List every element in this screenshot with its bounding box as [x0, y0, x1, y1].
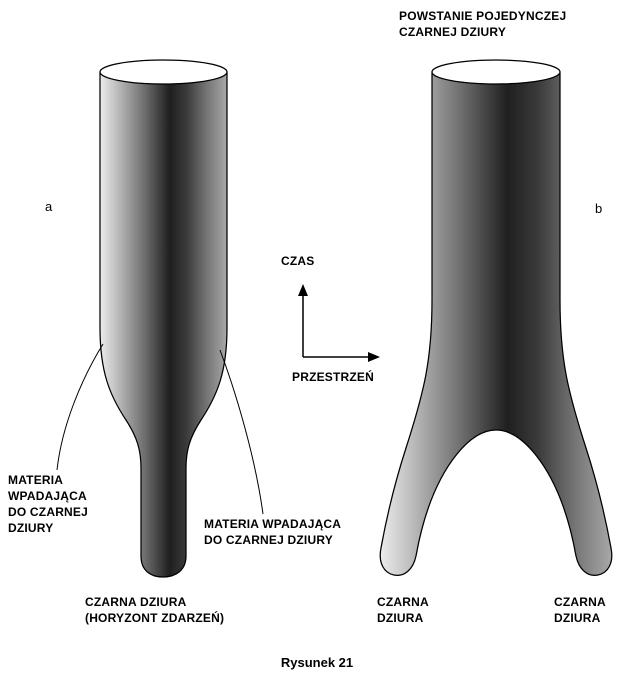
black-hole-event-horizon-label: CZARNA DZIURA (HORYZONT ZDARZEŃ)	[85, 595, 225, 625]
space-axis-label: PRZESTRZEŃ	[292, 370, 375, 384]
panel-a-label: a	[45, 199, 53, 214]
leader-line-left	[56, 343, 104, 471]
tube-top-opening-b	[431, 59, 561, 85]
right-arrow-icon	[368, 352, 380, 362]
time-axis-label: CZAS	[281, 254, 315, 268]
black-hole-label-left: CZARNA DZIURA	[377, 595, 429, 625]
tube-top-opening-a	[99, 59, 228, 85]
leader-line-right	[219, 349, 264, 515]
single-black-hole-formation-title: POWSTANIE POJEDYNCZEJ CZARNEJ DZIURY	[399, 9, 567, 39]
leader-lines	[56, 343, 264, 515]
matter-falling-label-left: MATERIA WPADAJĄCA DO CZARNEJ DZIURY	[8, 473, 89, 535]
up-arrow-icon	[298, 284, 308, 296]
matter-falling-label-right: MATERIA WPADAJĄCA DO CZARNEJ DZIURY	[204, 517, 342, 547]
spacetime-axes	[298, 284, 380, 362]
figure-caption: Rysunek 21	[280, 655, 354, 670]
black-hole-label-right: CZARNA DZIURA	[554, 595, 606, 625]
merging-black-holes-tube-shape	[379, 59, 613, 576]
panel-b-label: b	[595, 201, 603, 216]
single-black-hole-tube-shape	[99, 59, 228, 578]
